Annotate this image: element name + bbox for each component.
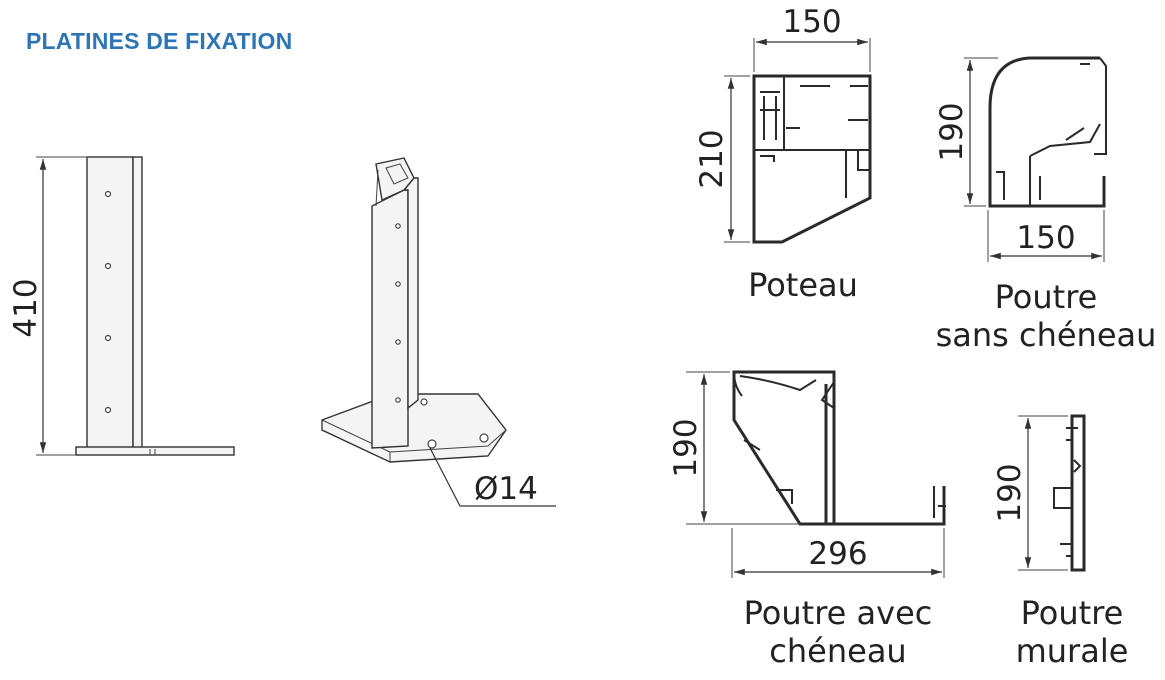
profile-poteau: 150 210 Poteau: [694, 4, 872, 304]
poutre-sans-width: 150: [1016, 220, 1075, 256]
bolt-hole: [104, 406, 112, 414]
plate-height-label: 410: [8, 278, 44, 337]
poteau-height: 210: [694, 129, 730, 188]
poteau-width: 150: [782, 4, 841, 40]
poutre-avec-width: 296: [808, 536, 867, 572]
poutre-avec-height: 190: [668, 418, 704, 477]
poutre-sans-caption-1: Poutre: [995, 278, 1098, 316]
bolt-hole: [104, 262, 112, 270]
poutre-avec-caption-2: chéneau: [769, 632, 906, 670]
profile-poutre-sans-cheneau: 190 150 Poutre sans chéneau: [934, 56, 1157, 354]
poutre-murale-caption-2: murale: [1016, 632, 1129, 670]
plate-iso-view: Ø14: [321, 157, 556, 507]
poutre-sans-caption-2: sans chéneau: [936, 316, 1157, 354]
profile-poutre-murale: 190 Poutre murale: [992, 414, 1129, 670]
section-heading: PLATINES DE FIXATION: [26, 28, 293, 54]
profile-poutre-avec-cheneau: 190 296 Poutre avec chéneau: [668, 370, 946, 670]
plate-front-view: 410: [8, 156, 235, 456]
poutre-avec-caption-1: Poutre avec: [744, 594, 933, 632]
bolt-hole: [104, 190, 112, 198]
poutre-sans-height: 190: [934, 102, 970, 161]
bolt-hole: [104, 334, 112, 342]
hole-diameter-label: Ø14: [474, 471, 538, 507]
poutre-murale-height: 190: [992, 463, 1028, 522]
poteau-caption: Poteau: [748, 266, 858, 304]
poutre-murale-caption-1: Poutre: [1021, 594, 1124, 632]
